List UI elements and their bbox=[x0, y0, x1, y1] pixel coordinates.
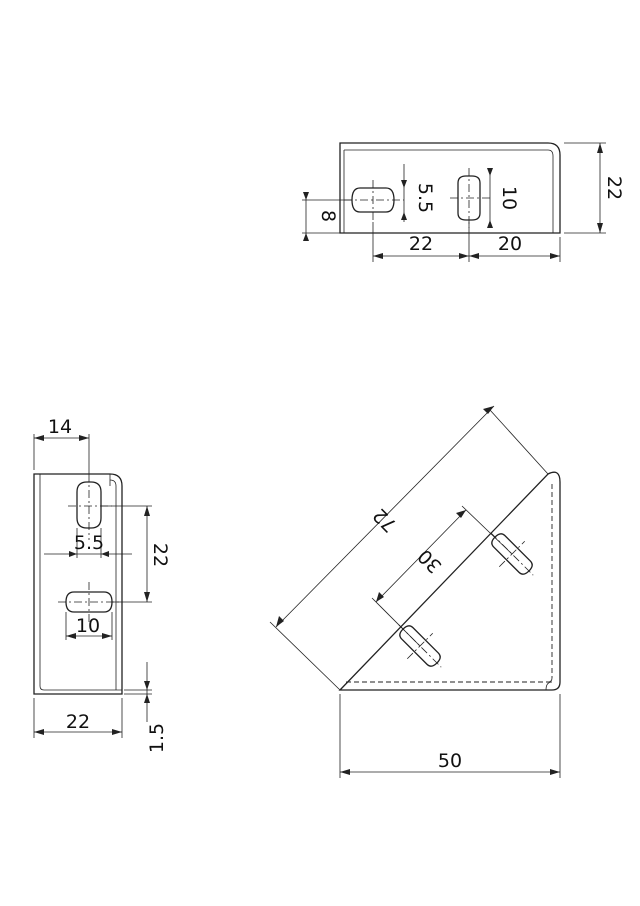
top-view-slot-2 bbox=[457, 175, 481, 221]
top-view-dim-hole-offset: 8 bbox=[317, 210, 339, 222]
main-view-dim-hole-spacing: 30 bbox=[414, 545, 447, 578]
top-view-dim-slot-small: 5.5 bbox=[414, 183, 436, 213]
top-view: 22 8 5.5 10 22 20 bbox=[302, 142, 625, 262]
main-view-outline bbox=[338, 471, 561, 691]
side-view-slot-2 bbox=[65, 591, 113, 613]
top-view-dim-spacing-a: 22 bbox=[409, 233, 433, 255]
main-view-dim-base: 50 bbox=[438, 750, 462, 772]
side-view-outline bbox=[33, 473, 123, 695]
side-view-dim-slot-large: 10 bbox=[76, 615, 100, 637]
main-view: 72 30 50 bbox=[269, 405, 561, 778]
side-view-dim-spacing: 22 bbox=[149, 543, 171, 567]
side-view-slot-1 bbox=[76, 481, 102, 529]
side-view-dim-top: 14 bbox=[48, 416, 72, 438]
side-view-dim-slot-small: 5.5 bbox=[74, 532, 104, 554]
top-view-slot-1 bbox=[351, 187, 395, 213]
side-view: 14 5.5 22 10 22 1.5 bbox=[33, 416, 171, 753]
top-view-dim-slot-large: 10 bbox=[498, 186, 520, 210]
main-view-dim-hypotenuse: 72 bbox=[369, 504, 402, 537]
top-view-dim-spacing-b: 20 bbox=[498, 233, 522, 255]
side-view-dim-width: 22 bbox=[66, 711, 90, 733]
top-view-outline bbox=[339, 142, 561, 234]
side-view-dim-thickness: 1.5 bbox=[146, 723, 168, 753]
main-view-slot-2 bbox=[491, 533, 533, 575]
main-view-slot-1 bbox=[399, 625, 441, 667]
top-view-dim-height: 22 bbox=[603, 176, 625, 200]
